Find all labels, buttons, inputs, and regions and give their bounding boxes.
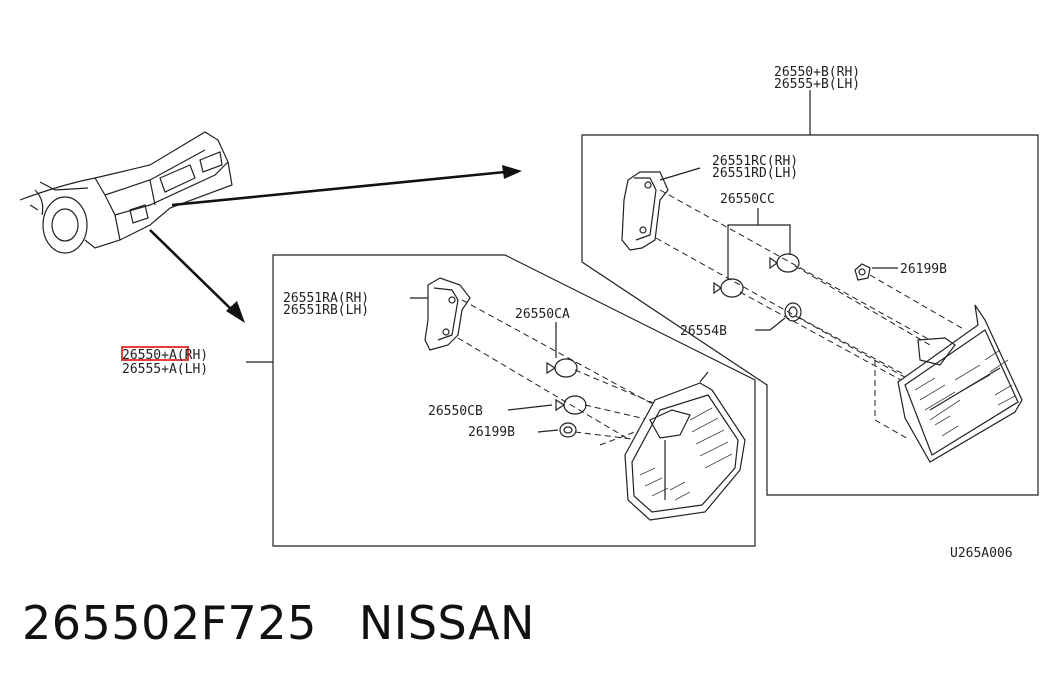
label-bracket-ra: 26551RA(RH): [283, 291, 369, 306]
caption: 265502F725 NISSAN: [22, 596, 535, 650]
label-lh-assembly-b: 26555+B(LH): [774, 77, 860, 92]
bracket-ra-rb: [424, 277, 471, 351]
label-screw-right: 26199B: [900, 262, 947, 277]
screw-26199b-right: [854, 263, 871, 281]
panel-a: [246, 254, 756, 547]
label-bulb-cc: 26550CC: [720, 192, 775, 207]
arrow-to-right-panel: [171, 165, 522, 207]
lamp-assembly-b: [897, 304, 1023, 463]
bulb-cc-lower: [713, 278, 744, 298]
label-lh-assembly-a: 26555+A(LH): [122, 362, 208, 377]
highlight-box: [121, 346, 189, 361]
label-bracket-rb: 26551RB(LH): [283, 303, 369, 318]
vehicle-rear-sketch: [19, 131, 233, 254]
brand-name: NISSAN: [358, 596, 535, 650]
label-bulb-cb: 26550CB: [428, 404, 483, 419]
label-rh-assembly-a: 26550+A(RH): [122, 348, 208, 363]
label-rh-assembly-b: 26550+B(RH): [774, 65, 860, 80]
part-number: 265502F725: [22, 596, 317, 650]
bulb-ca: [546, 358, 578, 378]
lamp-assembly-a: [624, 371, 746, 521]
label-bracket-rd: 26551RD(LH): [712, 166, 798, 181]
label-bulb-ca: 26550CA: [515, 307, 570, 322]
panel-b: [581, 90, 1039, 496]
screw-26199b-left: [559, 422, 577, 438]
label-bracket-rc: 26551RC(RH): [712, 154, 798, 169]
bulb-cc-upper: [769, 253, 800, 273]
label-screw-left: 26199B: [468, 425, 515, 440]
label-socket-26554b: 26554B: [680, 324, 727, 339]
bracket-rc-rd: [621, 171, 669, 251]
reference-code: U265A006: [950, 546, 1013, 561]
arrow-to-left-panel: [149, 229, 245, 323]
